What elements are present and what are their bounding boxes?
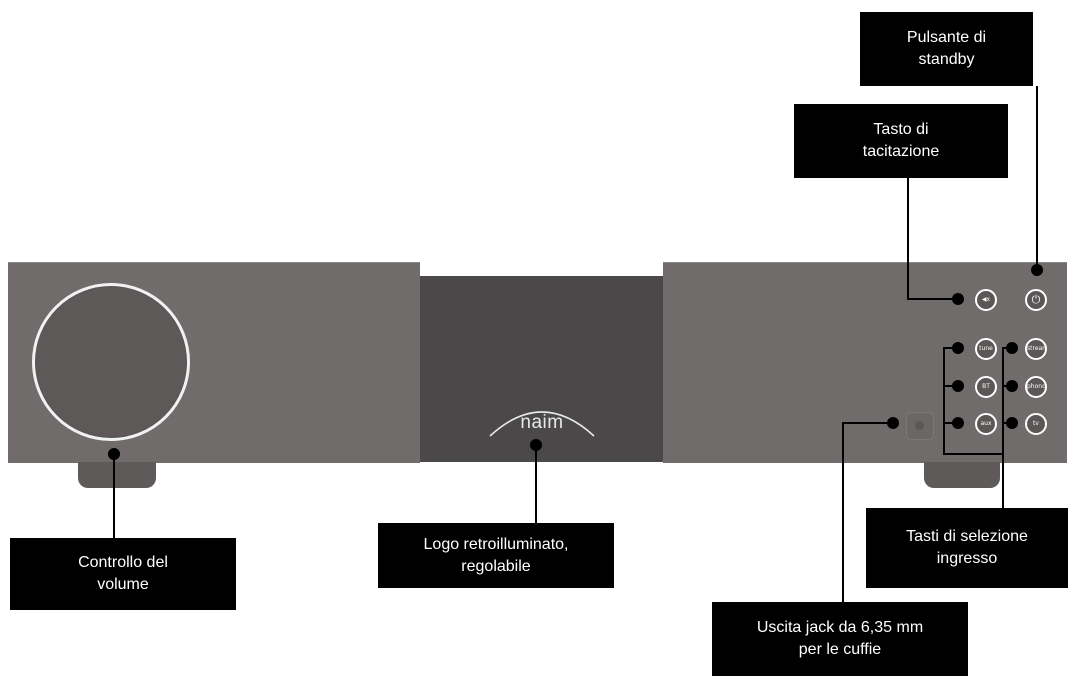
logo-text: naim — [520, 412, 564, 433]
device-foot-left — [78, 462, 156, 488]
callout-headphone: Uscita jack da 6,35 mm per le cuffie — [712, 602, 968, 676]
naim-logo: naim — [488, 402, 596, 442]
leader-mute — [907, 178, 958, 300]
front-panel-display — [420, 276, 663, 462]
input-button-4[interactable]: phono — [1025, 376, 1047, 398]
callout-mute: Tasto di tacitazione — [794, 104, 1008, 178]
mute-button[interactable]: ◀x — [975, 289, 997, 311]
callout-volume: Controllo del volume — [10, 538, 236, 610]
logo-arc-icon — [489, 411, 595, 437]
input-button-6[interactable]: tv — [1025, 413, 1047, 435]
callout-logo: Logo retroilluminato, regolabile — [378, 523, 614, 588]
headphone-jack[interactable] — [906, 412, 934, 440]
leader-dot-headphone — [887, 417, 899, 429]
standby-button[interactable]: ⏻ — [1025, 289, 1047, 311]
leader-inputs-left — [943, 347, 1003, 455]
volume-knob[interactable] — [32, 283, 190, 441]
leader-dot-logo — [530, 439, 542, 451]
callout-input-select: Tasti di selezione ingresso — [866, 508, 1068, 588]
leader-dot-mute — [952, 293, 964, 305]
input-button-5[interactable]: aux — [975, 413, 997, 435]
leader-dot-volume — [108, 448, 120, 460]
device-foot-right — [924, 462, 1000, 488]
leader-headphone — [842, 422, 893, 602]
input-button-3[interactable]: BT — [975, 376, 997, 398]
leader-dot-standby — [1031, 264, 1043, 276]
input-button-2[interactable]: stream — [1025, 338, 1047, 360]
front-panel-right — [663, 262, 1067, 463]
jack-socket-icon — [915, 421, 924, 430]
input-button-1[interactable]: tune — [975, 338, 997, 360]
callout-standby: Pulsante di standby — [860, 12, 1033, 86]
